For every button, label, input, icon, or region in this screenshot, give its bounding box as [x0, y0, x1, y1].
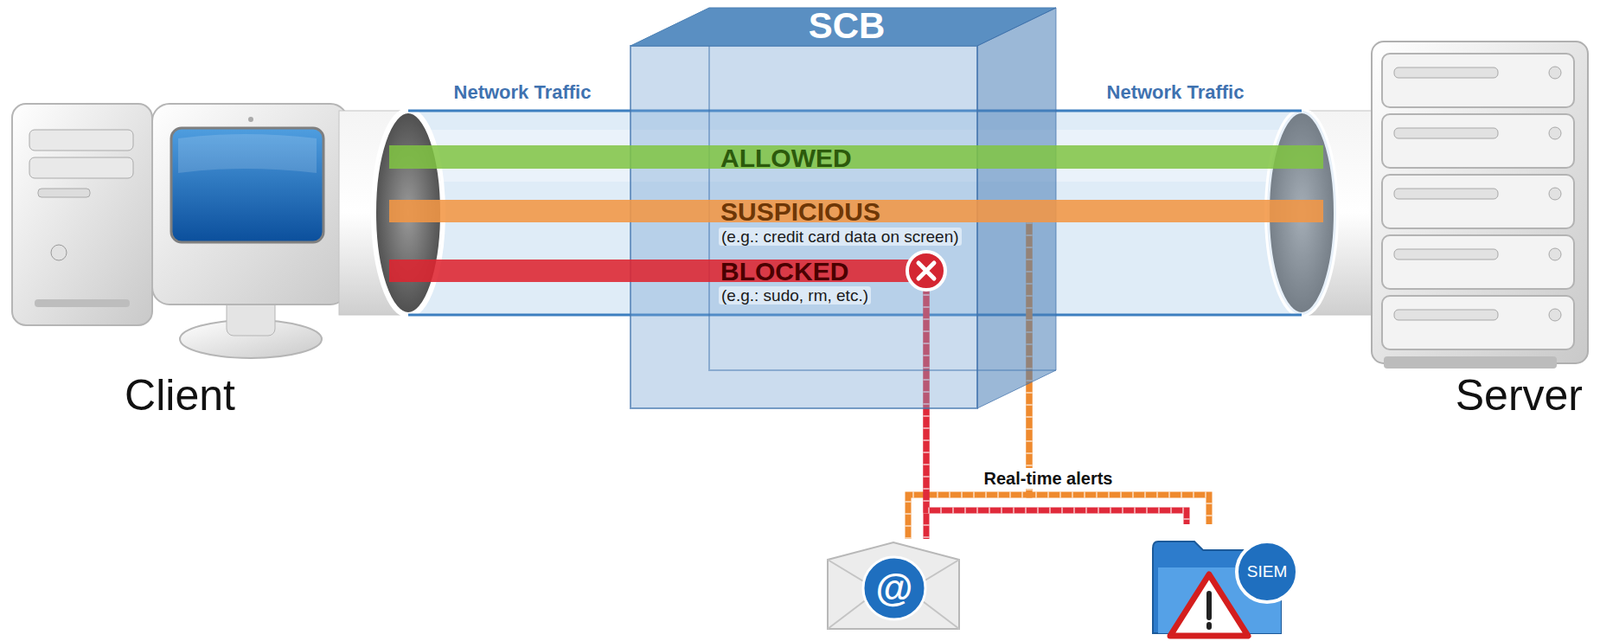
warning-mark	[1206, 593, 1212, 628]
warning-triangle	[1170, 574, 1248, 636]
server-rack	[1371, 41, 1588, 369]
band-example: (e.g.: sudo, rm, etc.)	[718, 286, 871, 305]
email-badge	[863, 556, 926, 620]
band-label: SUSPICIOUS	[720, 197, 881, 226]
blocked-band: BLOCKED(e.g.: sudo, rm, etc.)	[389, 259, 927, 282]
email-icon: @	[824, 538, 963, 636]
server-node: Server	[1362, 35, 1592, 426]
node-label: Server	[1362, 371, 1583, 420]
box-front	[630, 45, 978, 409]
siem-shape	[1151, 524, 1300, 638]
band-example: (e.g.: credit card data on screen)	[718, 227, 962, 246]
siem-icon: SIEM	[1151, 524, 1300, 638]
siem-label: SIEM	[1236, 561, 1298, 583]
envelope-body	[827, 542, 960, 629]
node-label: Client	[10, 371, 350, 420]
suspicious-band: SUSPICIOUS(e.g.: credit card data on scr…	[389, 199, 1324, 223]
siem-badge	[1236, 541, 1298, 602]
client-node: Client	[10, 96, 350, 426]
email-symbol: @	[864, 568, 925, 608]
alert-label: Real-time alerts	[960, 467, 1137, 489]
box-title: SCB	[716, 6, 977, 46]
band-label: BLOCKED	[720, 256, 849, 286]
block-mark	[907, 251, 946, 290]
traffic-label: Network Traffic	[444, 81, 601, 104]
client-computer	[12, 103, 348, 359]
traffic-label: Network Traffic	[1097, 81, 1254, 104]
allowed-band: ALLOWED	[389, 145, 1324, 169]
band-label: ALLOWED	[720, 143, 852, 173]
